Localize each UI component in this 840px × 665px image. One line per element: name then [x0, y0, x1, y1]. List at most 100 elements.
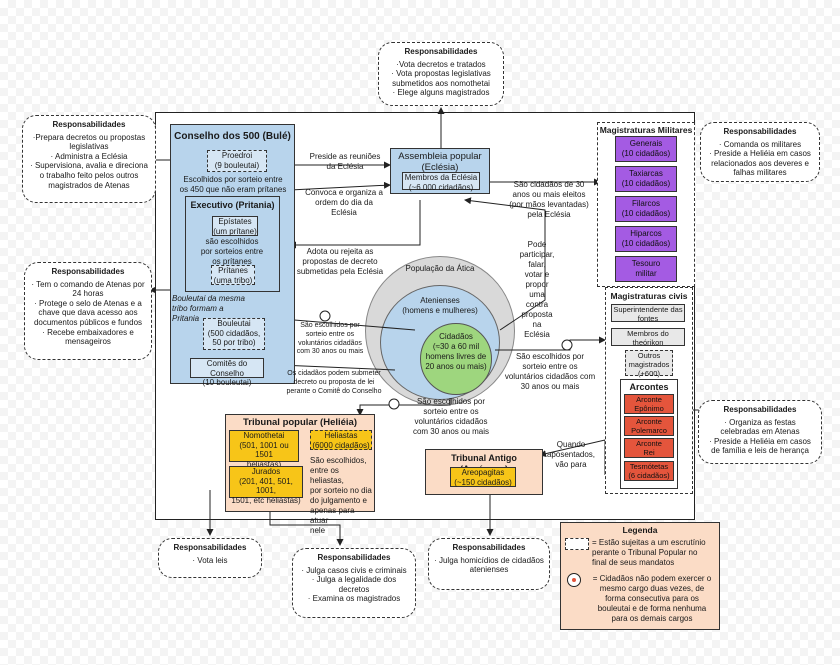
box-line: Polemarco — [631, 426, 667, 435]
box-line: (~6.000 cidadãos) — [408, 182, 474, 192]
arrow-line: Os cidadãos podem submeter — [287, 370, 381, 377]
arrow-line: ordem do dia da — [315, 198, 373, 207]
box-line: theórikon — [632, 338, 664, 347]
legend-dashed-swatch — [565, 538, 589, 550]
resp-title: Responsabilidades — [51, 267, 125, 276]
arrow-line: Eclésia — [524, 330, 550, 339]
resp-line: documentos públicos e fundos — [33, 317, 143, 327]
legend-line: = Cidadãos não podem exercer o — [592, 574, 712, 583]
resp-title: Responsabilidades — [317, 553, 391, 562]
resp-line: · Recebe embaixadores e — [42, 327, 134, 337]
box-line: (500 cidadãos, — [207, 328, 261, 338]
arrow-line: proposta — [521, 310, 553, 319]
militar-item: Taxiarcas(10 cidadãos) — [615, 166, 677, 192]
arrow-line: perante o Comitê do Conselho — [286, 387, 382, 395]
circle-line: Cidadãos — [439, 332, 473, 341]
resp-line: · Preside a Heliéia em casos — [709, 436, 811, 446]
box-line: Epístates — [218, 217, 252, 226]
note-line: do julgamento e — [310, 496, 367, 505]
arrow-line: aposentados, — [546, 450, 596, 459]
box-line: heliastas) — [246, 459, 282, 469]
note-line: Bouleutai da mesma — [172, 294, 245, 303]
box-line: (10 cidadãos) — [621, 148, 671, 158]
resp-line: · Julga casos civis e criminais — [301, 565, 407, 575]
legend-line: para os demais cargos — [611, 614, 693, 623]
box-line: Outros — [637, 351, 661, 360]
note-line: Escolhidos por sorteio entre — [183, 175, 283, 184]
arrow-line: pela Eclésia — [527, 210, 571, 219]
arrow-line: São escolhidos por — [300, 322, 360, 329]
areopago-responsibilities: Responsabilidades · Julga homicídios de … — [428, 538, 550, 590]
resp-line: · Supervisiona, avalia e direciona — [30, 161, 148, 171]
box-line: Taxiarcas — [629, 169, 663, 178]
circle-line: (≈30 a 60 mil — [432, 342, 480, 351]
arrow-line: falar, — [528, 260, 546, 269]
resp-line: · Julga homicídios de cidadãos — [434, 555, 544, 565]
resp-lines: · Julga casos civis e criminais· Julga a… — [298, 566, 410, 604]
circle-line: homens livres de — [425, 352, 487, 361]
nomothetai-responsibilities: Responsabilidades · Vota leis — [158, 538, 262, 578]
circle-line: (homens e mulheres) — [402, 306, 478, 315]
note-line: entre os heliastas, — [310, 466, 344, 485]
legend-line: final de seus mandatos — [592, 558, 675, 567]
note-line: os 450 que não eram prítanes — [179, 185, 287, 194]
circle-line: 20 anos ou mais) — [425, 362, 487, 371]
arrow-line: Eclésia — [331, 208, 357, 217]
militares-responsibilities: Responsabilidades · Comanda os militares… — [700, 122, 820, 182]
resp-title: Responsabilidades — [723, 405, 797, 414]
arrow-line: vão para — [555, 460, 587, 469]
resp-line: · Vota leis — [192, 555, 228, 565]
arrow-line: Preside as reuniões — [309, 152, 381, 161]
arrow-line: votar e — [524, 270, 550, 279]
arrow-line: anos ou mais eleitos — [512, 190, 586, 199]
resp-title: Responsabilidades — [452, 543, 526, 552]
resp-line: · Tem o comando de Atenas por — [31, 279, 145, 289]
circle-line: Atenienses — [420, 296, 460, 305]
epistates-box: Epístates(um prítane) — [212, 216, 258, 236]
box-line: (um prítane) — [213, 226, 257, 236]
resp-line: 24 horas — [72, 289, 104, 299]
box-line: Epônimo — [634, 404, 664, 413]
resp-title: Responsabilidades — [173, 543, 247, 552]
arrow-line: na — [532, 320, 542, 329]
box-line: Tesmótetas — [629, 462, 669, 471]
note-line: tribo formam a — [172, 304, 224, 313]
legend-line: mesmo cargo duas vezes, de — [599, 584, 705, 593]
tribunal-title: Tribunal popular (Heliéia) — [242, 417, 357, 428]
resp-line: · Organiza as festas — [724, 417, 796, 427]
note-line: nele — [310, 526, 326, 535]
box-line: (201, 401, 501, 1001, — [239, 476, 293, 496]
comites-box: Comitês do Conselho(10 bouleutai) — [190, 358, 264, 387]
box-line: Nomothetai — [243, 431, 285, 440]
legend-line: = Estão sujeitas a um escrutínio — [592, 538, 706, 547]
box-line: (501, 1001 ou 1501 — [239, 440, 289, 460]
box-line: Arconte — [636, 395, 662, 404]
arrow-line: uma — [529, 290, 545, 299]
resp-line: celebradas em Atenas — [720, 427, 800, 437]
box-line: Tesouro — [631, 259, 661, 268]
conselho-responsibilities: Responsabilidades ·Prepara decretos ou p… — [22, 115, 156, 203]
membros-eclesia-box: Membros da Eclésia(~6.000 cidadãos) — [402, 172, 480, 192]
resp-line: falhas militares — [733, 168, 787, 178]
arrow-line: propor — [525, 280, 549, 289]
resp-line: chave que dava acesso aos — [38, 308, 138, 318]
resp-line: o trabalho feito pelos outros — [39, 170, 139, 180]
box-line: Proedroi — [221, 151, 253, 160]
arrow-line: com 30 anos ou mais — [296, 348, 364, 356]
